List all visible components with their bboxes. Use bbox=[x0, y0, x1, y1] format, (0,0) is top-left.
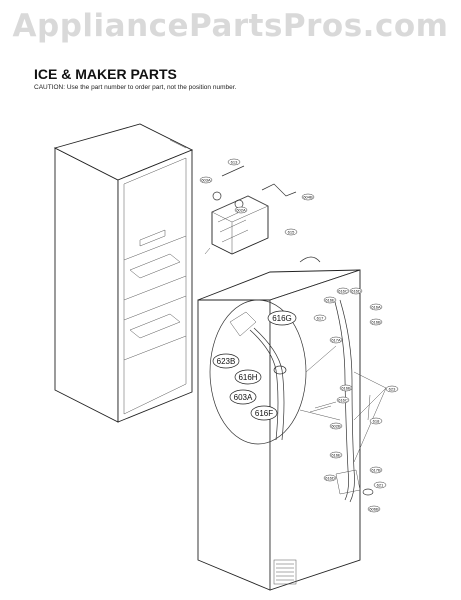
svg-text:603A: 603A bbox=[201, 178, 211, 183]
svg-text:618: 618 bbox=[373, 419, 380, 424]
svg-text:616D: 616D bbox=[351, 289, 361, 294]
svg-text:602A: 602A bbox=[236, 208, 246, 213]
callout-621: 621 bbox=[373, 481, 387, 489]
callout-617a: 617A bbox=[329, 336, 343, 344]
callout-602a: 602A bbox=[234, 206, 248, 214]
callout-616g: 616G bbox=[267, 310, 297, 326]
svg-text:617: 617 bbox=[317, 316, 324, 321]
callout-613: 613 bbox=[227, 158, 241, 166]
svg-text:617A: 617A bbox=[331, 338, 341, 343]
callout-616e-2: 616E bbox=[329, 451, 343, 459]
callout-label: 623B bbox=[217, 357, 236, 366]
page-title: ICE & MAKER PARTS bbox=[34, 66, 177, 82]
svg-text:616C: 616C bbox=[338, 398, 348, 403]
callout-616c-2: 616C bbox=[336, 396, 350, 404]
svg-text:615: 615 bbox=[288, 230, 295, 235]
callout-604b: 604B bbox=[301, 193, 315, 201]
callout-616h: 616H bbox=[234, 369, 262, 385]
callout-616b-2: 616B bbox=[339, 384, 353, 392]
callout-label: 616F bbox=[255, 409, 273, 418]
svg-text:616B: 616B bbox=[341, 386, 351, 391]
small-callouts: 613 603A 602A 604B 615 616C 616D 616E 61… bbox=[199, 158, 399, 513]
callout-606b: 606B bbox=[367, 505, 381, 513]
callout-623: 623 bbox=[385, 385, 399, 393]
cabinet-left bbox=[53, 123, 194, 423]
svg-text:613: 613 bbox=[231, 160, 238, 165]
svg-text:616E: 616E bbox=[331, 453, 341, 458]
callout-602b: 602B bbox=[329, 422, 343, 430]
detail-inset bbox=[209, 299, 341, 445]
callout-616d: 616D bbox=[349, 287, 363, 295]
svg-text:616C: 616C bbox=[338, 289, 348, 294]
callout-616d-2: 616D bbox=[323, 474, 337, 482]
svg-text:616D: 616D bbox=[325, 476, 335, 481]
callout-label: 616G bbox=[272, 314, 292, 323]
callout-603a: 603A bbox=[229, 389, 257, 405]
callout-616b: 616B bbox=[369, 318, 383, 326]
svg-text:623: 623 bbox=[389, 387, 396, 392]
callout-603a-small: 603A bbox=[199, 176, 213, 184]
callout-615: 615 bbox=[284, 228, 298, 236]
callout-label: 603A bbox=[234, 393, 253, 402]
callout-623b: 623B bbox=[212, 353, 240, 369]
svg-text:602B: 602B bbox=[331, 424, 341, 429]
leader-lines bbox=[353, 371, 387, 463]
callout-616f: 616F bbox=[250, 405, 278, 421]
svg-text:617B: 617B bbox=[371, 468, 381, 473]
ice-maker-assembly bbox=[204, 165, 297, 255]
callout-616a: 616A bbox=[369, 303, 383, 311]
callout-617: 617 bbox=[313, 314, 327, 322]
callout-617b: 617B bbox=[369, 466, 383, 474]
svg-text:621: 621 bbox=[377, 483, 384, 488]
svg-text:616B: 616B bbox=[371, 320, 381, 325]
svg-text:616E: 616E bbox=[325, 298, 335, 303]
svg-text:616A: 616A bbox=[371, 305, 381, 310]
caution-note: CAUTION: Use the part number to order pa… bbox=[34, 84, 237, 91]
callout-618: 618 bbox=[369, 417, 383, 425]
svg-text:606B: 606B bbox=[369, 507, 379, 512]
callout-616e: 616E bbox=[323, 296, 337, 304]
svg-text:604B: 604B bbox=[303, 195, 313, 200]
watermark-text: AppliancePartsPros.com bbox=[12, 8, 449, 44]
callout-label: 616H bbox=[238, 373, 257, 382]
callout-616c: 616C bbox=[336, 287, 350, 295]
